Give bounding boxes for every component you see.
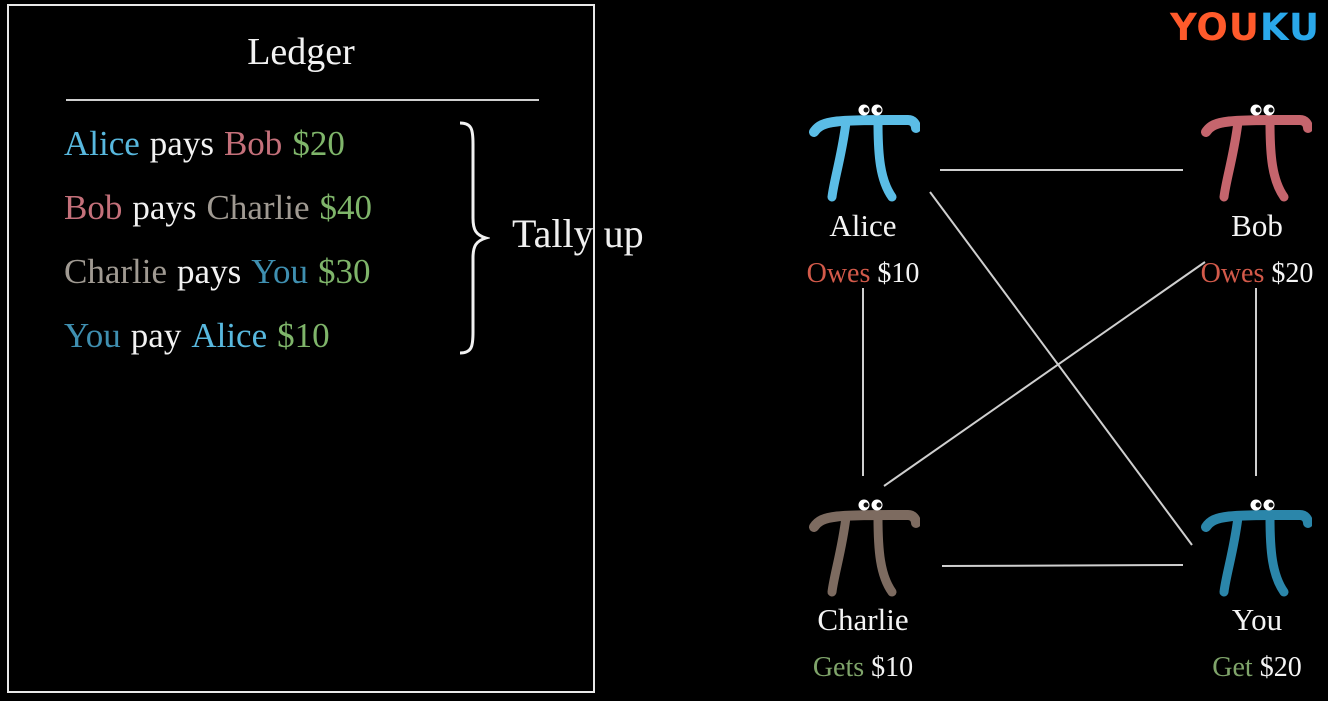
edge-charlie-you	[941, 564, 1184, 567]
edge-alice-you	[929, 191, 1193, 546]
status-word: Owes	[806, 258, 871, 289]
node-alice-status: Owes $10	[763, 258, 963, 290]
entry-payer: Charlie	[64, 252, 168, 291]
status-amount: $20	[1271, 258, 1314, 289]
node-bob-name: Bob	[1231, 208, 1283, 243]
edge-bob-charlie	[883, 261, 1206, 487]
entry-amount: $30	[317, 252, 371, 291]
entry-amount: $40	[319, 188, 373, 227]
node-you-name: You	[1231, 602, 1283, 637]
entry-payee: Bob	[223, 124, 283, 163]
status-word: Gets	[812, 652, 865, 683]
youku-logo: YOUKU	[1170, 6, 1320, 49]
status-amount: $20	[1259, 652, 1302, 683]
node-you-status: Get $20	[1157, 652, 1328, 684]
node-alice-name: Alice	[829, 208, 897, 243]
logo-text-ku: KU	[1259, 6, 1320, 49]
node-charlie-status: Gets $10	[763, 652, 963, 684]
entry-payee: Charlie	[206, 188, 310, 227]
entry-verb: pays	[132, 188, 197, 227]
alice-pi-icon	[809, 104, 920, 202]
entry-payee: Alice	[191, 316, 268, 355]
tally-up-label: Tally up	[512, 211, 644, 256]
status-amount: $10	[877, 258, 920, 289]
status-amount: $10	[871, 652, 914, 683]
entry-payee: You	[251, 252, 308, 291]
logo-text-you: YOU	[1169, 6, 1260, 49]
entry-verb: pays	[177, 252, 242, 291]
curly-brace	[459, 121, 490, 355]
entry-payer: Bob	[64, 188, 123, 227]
charlie-pi-icon	[809, 499, 920, 597]
entry-verb: pay	[130, 316, 182, 355]
ledger-divider	[66, 99, 539, 101]
you-pi-icon	[1201, 499, 1312, 597]
status-word: Get	[1212, 652, 1253, 683]
node-charlie-name: Charlie	[817, 602, 909, 637]
entry-amount: $20	[292, 124, 345, 163]
entry-payer: You	[64, 316, 121, 355]
entry-verb: pays	[149, 124, 214, 163]
status-word: Owes	[1200, 258, 1265, 289]
entry-payer: Alice	[64, 124, 140, 163]
bob-pi-icon	[1201, 104, 1312, 202]
node-bob-status: Owes $20	[1157, 258, 1328, 290]
entry-amount: $10	[277, 316, 330, 355]
ledger-title: Ledger	[247, 31, 355, 73]
